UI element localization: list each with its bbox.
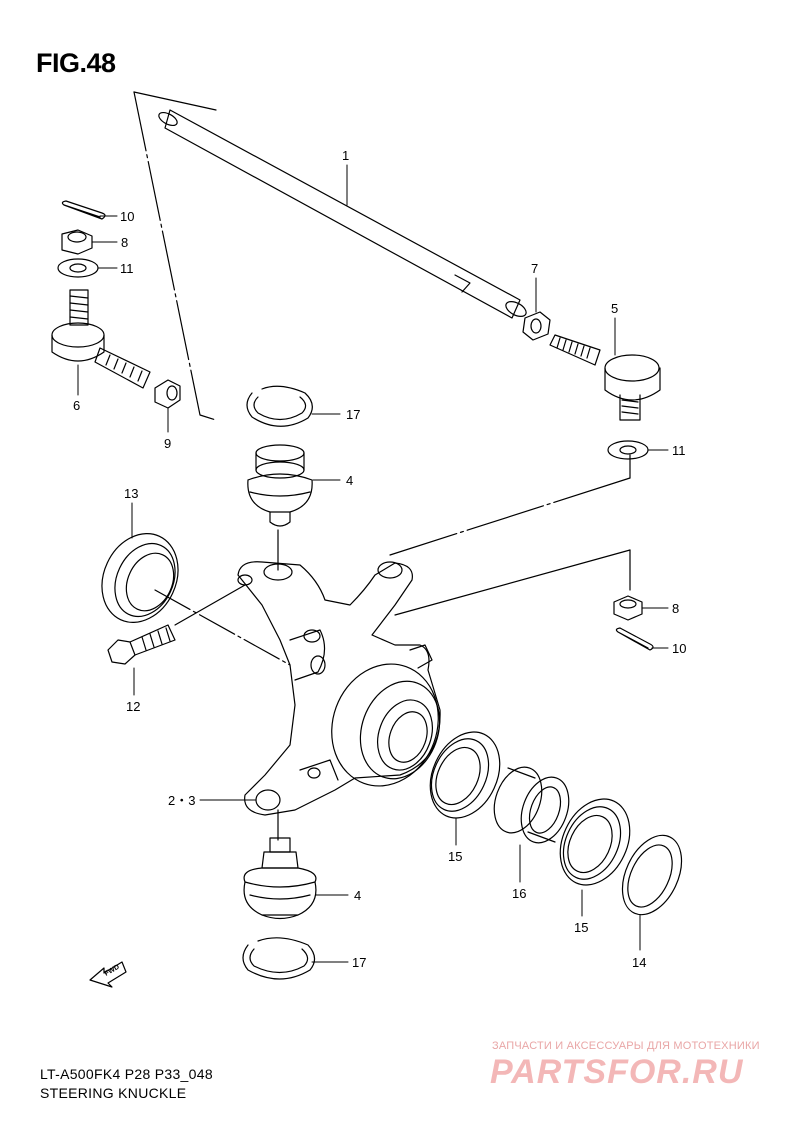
bearing-outer	[429, 731, 501, 819]
callout-16: 16	[512, 886, 526, 901]
ball-joint-lower	[243, 837, 317, 920]
figure-title: FIG.48	[36, 48, 116, 78]
callout-15-outer: 15	[448, 849, 462, 864]
tie-rod-end-left	[51, 289, 151, 389]
circlip-lower	[242, 937, 316, 980]
spacer	[493, 766, 570, 844]
leader-lines	[77, 164, 669, 963]
callout-6: 6	[73, 398, 80, 413]
fwd-arrow-icon	[89, 961, 127, 988]
bearing-inner	[559, 798, 631, 886]
oil-seal-inner	[621, 834, 683, 916]
callout-1: 1	[342, 148, 349, 163]
castle-nut-right	[613, 595, 643, 621]
watermark-logo: PARTSFOR.RU	[490, 1053, 744, 1091]
callout-17-upper: 17	[346, 407, 360, 422]
callout-15-inner: 15	[574, 920, 588, 935]
callout-12: 12	[126, 699, 140, 714]
fwd-label: FWD	[104, 964, 121, 978]
callout-7: 7	[531, 261, 538, 276]
callout-4-upper: 4	[346, 473, 353, 488]
lock-nut-left	[154, 379, 181, 409]
callout-labels: 1 7 5 10 8 11 6 9 17 4 11 13 8 10 12 2・3…	[73, 148, 686, 970]
model-code: LT-A500FK4 P28 P33_048	[40, 1066, 213, 1082]
callout-14: 14	[632, 955, 646, 970]
callout-8-right: 8	[672, 601, 679, 616]
callout-11-right: 11	[672, 443, 686, 458]
bolt	[107, 624, 176, 665]
callout-11-left: 11	[120, 261, 134, 276]
watermark-tagline: ЗАПЧАСТИ И АКСЕССУАРЫ ДЛЯ МОТОТЕХНИКИ	[492, 1040, 760, 1052]
callout-13: 13	[124, 486, 138, 501]
cotter-pin-right	[615, 627, 654, 651]
callout-2-3: 2・3	[168, 793, 195, 808]
callout-9: 9	[164, 436, 171, 451]
cotter-pin-left	[61, 200, 106, 220]
callout-10-left: 10	[120, 209, 134, 224]
callout-5: 5	[611, 301, 618, 316]
lock-nut-right	[522, 311, 551, 341]
ball-joint-upper	[247, 444, 313, 527]
callout-8-left: 8	[121, 235, 128, 250]
callout-10-right: 10	[672, 641, 686, 656]
washer-right	[607, 440, 649, 460]
assembly-guide-lines	[133, 91, 631, 841]
section-name: STEERING KNUCKLE	[40, 1085, 187, 1101]
tie-rod	[158, 109, 527, 319]
steering-knuckle	[237, 561, 441, 816]
castle-nut-left	[61, 229, 93, 255]
washer-left	[57, 258, 99, 278]
tie-rod-end-right	[549, 334, 661, 421]
circlip-upper	[246, 385, 313, 427]
callout-4-lower: 4	[354, 888, 361, 903]
callout-17-lower: 17	[352, 955, 366, 970]
oil-seal-outer	[101, 533, 179, 623]
